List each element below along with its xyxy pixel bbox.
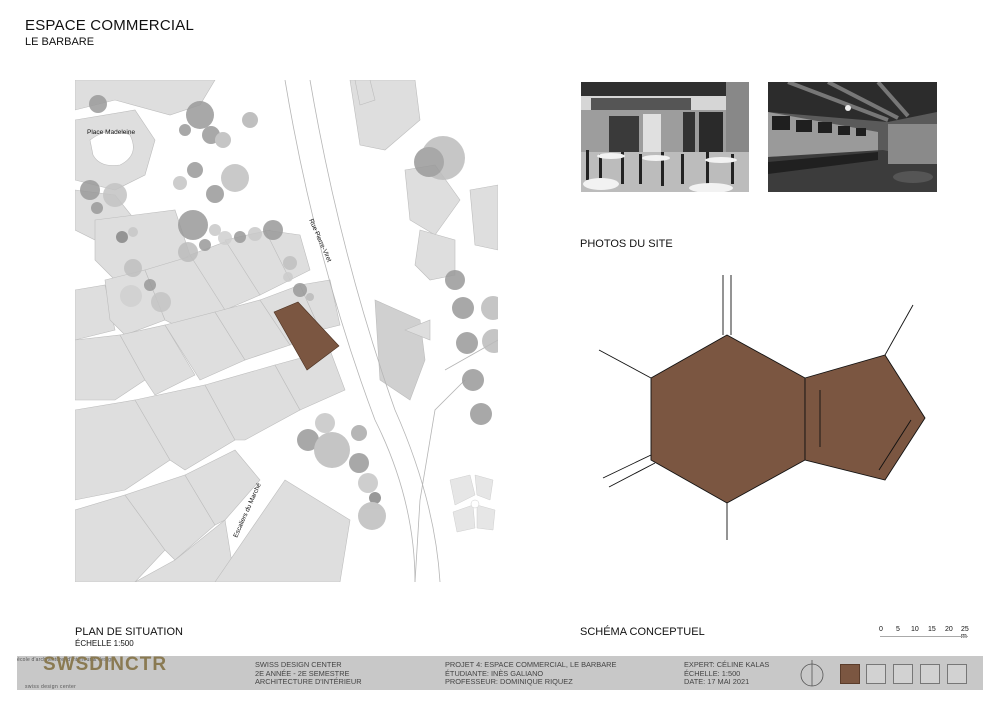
scale-tick-label: 20 <box>945 626 953 633</box>
page-subtitle: LE BARBARE <box>25 36 95 48</box>
scale-tick-label: 10 <box>911 626 919 633</box>
expert-info: EXPERT: CÉLINE KALAS ÉCHELLE: 1:500 DATE… <box>684 660 770 687</box>
professor-name: PROFESSEUR: DOMINIQUE RIQUEZ <box>445 677 573 687</box>
title-block-footer: école d'architecture, d'intérieur & desi… <box>17 654 983 690</box>
scale-tick-label: 15 <box>928 626 936 633</box>
school-year: 2E ANNÉE - 2E SEMESTRE <box>255 668 350 678</box>
logo-subtitle: swiss design center <box>25 684 77 690</box>
scale-bar-line <box>880 636 968 637</box>
scale-info: ÉCHELLE: 1:500 <box>684 668 741 678</box>
interior-bar-photo <box>768 82 937 192</box>
material-swatch-empty <box>866 664 886 684</box>
date-info: DATE: 17 MAI 2021 <box>684 677 750 687</box>
school-name: SWISS DESIGN CENTER <box>255 660 342 669</box>
map-label-place: Place Madeleine <box>87 129 135 136</box>
project-info: PROJET 4: ESPACE COMMERCIAL, LE BARBARE … <box>445 660 617 687</box>
page-title: ESPACE COMMERCIAL <box>25 17 194 34</box>
terrace-photo <box>581 82 749 192</box>
material-swatch-empty <box>893 664 913 684</box>
scale-bar: 0 5 10 15 20 25 m <box>876 626 976 646</box>
north-arrow-icon <box>800 660 824 687</box>
project-name: PROJET 4: ESPACE COMMERCIAL, LE BARBARE <box>445 660 617 669</box>
scale-tick-label: 5 <box>896 626 900 633</box>
material-swatch-empty <box>920 664 940 684</box>
student-name: ÉTUDIANTE: INÈS GALIANO <box>445 668 544 678</box>
site-plan-map: Place Madeleine Rue Pierre-Viret Escalie… <box>75 80 498 582</box>
school-program: ARCHITECTURE D'INTÉRIEUR <box>255 677 362 687</box>
concept-schema-diagram <box>598 275 926 540</box>
expert-name: EXPERT: CÉLINE KALAS <box>684 660 770 669</box>
school-info: SWISS DESIGN CENTER 2E ANNÉE - 2E SEMEST… <box>255 660 362 687</box>
schema-section-label: SCHÉMA CONCEPTUEL <box>580 626 705 638</box>
plan-section-label: PLAN DE SITUATION <box>75 626 183 638</box>
plan-scale-text: ÉCHELLE 1:500 <box>75 639 134 648</box>
school-logo: SWSDINCTR <box>43 654 168 675</box>
material-swatch-brown <box>840 664 860 684</box>
scale-tick-label: 0 <box>879 626 883 633</box>
scale-tick-label: 25 m <box>961 626 969 640</box>
logo-tagline: école d'architecture, d'intérieur & desi… <box>17 657 115 663</box>
photos-section-label: PHOTOS DU SITE <box>580 238 673 250</box>
material-swatch-empty <box>947 664 967 684</box>
